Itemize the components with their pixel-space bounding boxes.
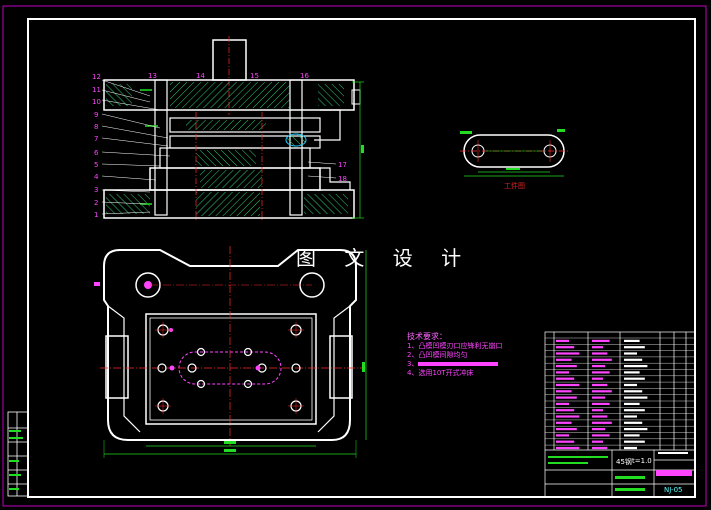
bom-cell-text <box>592 440 603 443</box>
bom-cell-text <box>556 402 569 405</box>
bom-cell-text <box>556 377 575 380</box>
bom-cell-text <box>624 358 643 361</box>
bom-cell-text <box>624 390 643 393</box>
title-block-fills <box>548 452 692 491</box>
bom-cell-text <box>592 346 603 349</box>
bom-cell-text <box>624 409 645 412</box>
bom-cell-text <box>592 434 610 437</box>
callout-2: 2 <box>94 199 98 207</box>
bom-cell-text <box>624 415 637 418</box>
bom-cell-text <box>556 339 569 342</box>
bom-cell-text <box>556 371 569 374</box>
bom-cell-text <box>592 365 606 368</box>
drawing-number: NJ-05 <box>664 486 683 494</box>
bom-cell-text <box>592 371 610 374</box>
plan-view <box>94 246 367 458</box>
bom-cell-text <box>592 415 608 418</box>
callout-7: 7 <box>94 135 98 143</box>
bom-cell-text <box>592 409 603 412</box>
callout-16: 16 <box>300 72 309 80</box>
part-view-label: 工件图 <box>504 182 525 190</box>
bom-cell-text <box>624 446 637 450</box>
bom-cell-text <box>624 346 645 349</box>
callout-15: 15 <box>250 72 259 80</box>
bom-cell-text <box>556 434 569 437</box>
bom-cell-text <box>624 371 640 374</box>
bom-cell-text <box>556 358 572 361</box>
bom-cell-text <box>556 428 577 431</box>
watermark-title: 图 文 设 计 <box>296 246 473 270</box>
callout-3: 3 <box>94 186 98 194</box>
callout-5: 5 <box>94 161 98 169</box>
tech-req-item: 1、凸模凹模刃口应锋利无崩口 <box>407 342 503 350</box>
callout-11: 11 <box>92 86 101 94</box>
callout-18: 18 <box>338 175 347 183</box>
bom-cell-text <box>624 377 645 380</box>
bom-cell-text <box>592 383 608 387</box>
part-view <box>460 129 570 177</box>
bom-cell-text <box>624 383 637 387</box>
bom-cell-text <box>556 440 575 443</box>
section-view <box>101 36 364 222</box>
callout-13: 13 <box>148 72 157 80</box>
callouts-right: 17 18 <box>338 161 347 183</box>
outer-border <box>2 5 707 507</box>
technical-requirements: 技术要求： 1、凸模凹模刃口应锋利无崩口 2、凸凹模间隙均匀 3、 4、选用10… <box>407 332 502 378</box>
bom-cell-text <box>592 352 608 355</box>
bom-cell-text <box>556 421 572 424</box>
bom-cell-text <box>556 409 575 412</box>
bom-rows <box>545 337 695 450</box>
bom-cell-text <box>592 339 610 342</box>
bom-cell-text <box>592 428 606 431</box>
callouts-left: 12 11 10 9 8 7 6 5 4 3 2 1 <box>92 73 101 219</box>
bom-cell-text <box>592 446 608 450</box>
bom-cell-text <box>624 402 640 405</box>
bom-cell-text <box>556 390 572 393</box>
bom-cell-text <box>592 390 612 393</box>
tech-req-item: 2、凸凹模间隙均匀 <box>407 351 468 359</box>
callout-9: 9 <box>94 111 98 119</box>
callouts-top: 13 14 15 16 <box>148 72 309 80</box>
drawing-frame <box>27 18 696 498</box>
bom-cell-text <box>556 415 580 418</box>
bom-cell-text <box>556 365 577 368</box>
callout-17: 17 <box>338 161 347 169</box>
bom-cell-text <box>624 440 645 443</box>
callout-1: 1 <box>94 211 98 219</box>
bom-cell-text <box>624 421 643 424</box>
bom-cell-text <box>624 428 648 431</box>
bom-cell-text <box>592 358 612 361</box>
bom-cell-text <box>592 402 610 405</box>
thickness-label: t=1.0 <box>632 457 652 465</box>
bom-cell-text <box>556 396 577 399</box>
bom-cell-text <box>624 434 640 437</box>
material-label: 45钢 <box>616 458 632 466</box>
callout-10: 10 <box>92 98 101 106</box>
bom-cell-text <box>624 339 640 342</box>
callout-8: 8 <box>94 123 98 131</box>
tech-req-item: 4、选用10T开式冲床 <box>407 369 474 377</box>
side-stamp <box>7 411 29 497</box>
bom-cell-text <box>592 421 612 424</box>
bom-cell-text <box>556 352 580 355</box>
tech-req-item: 3、 <box>407 360 502 369</box>
bom-cell-text <box>592 377 603 380</box>
callout-14: 14 <box>196 72 205 80</box>
bom-cell-text <box>624 352 637 355</box>
bom-cell-text <box>556 383 580 387</box>
bom-cell-text <box>556 446 580 450</box>
bom-cell-text <box>624 365 648 368</box>
bom-cell-text <box>556 346 575 349</box>
bom-cell-text <box>592 396 606 399</box>
callout-4: 4 <box>94 173 99 181</box>
bom-cell-text <box>624 396 648 399</box>
callout-6: 6 <box>94 149 99 157</box>
callout-12: 12 <box>92 73 101 81</box>
tech-req-title: 技术要求： <box>407 332 447 341</box>
